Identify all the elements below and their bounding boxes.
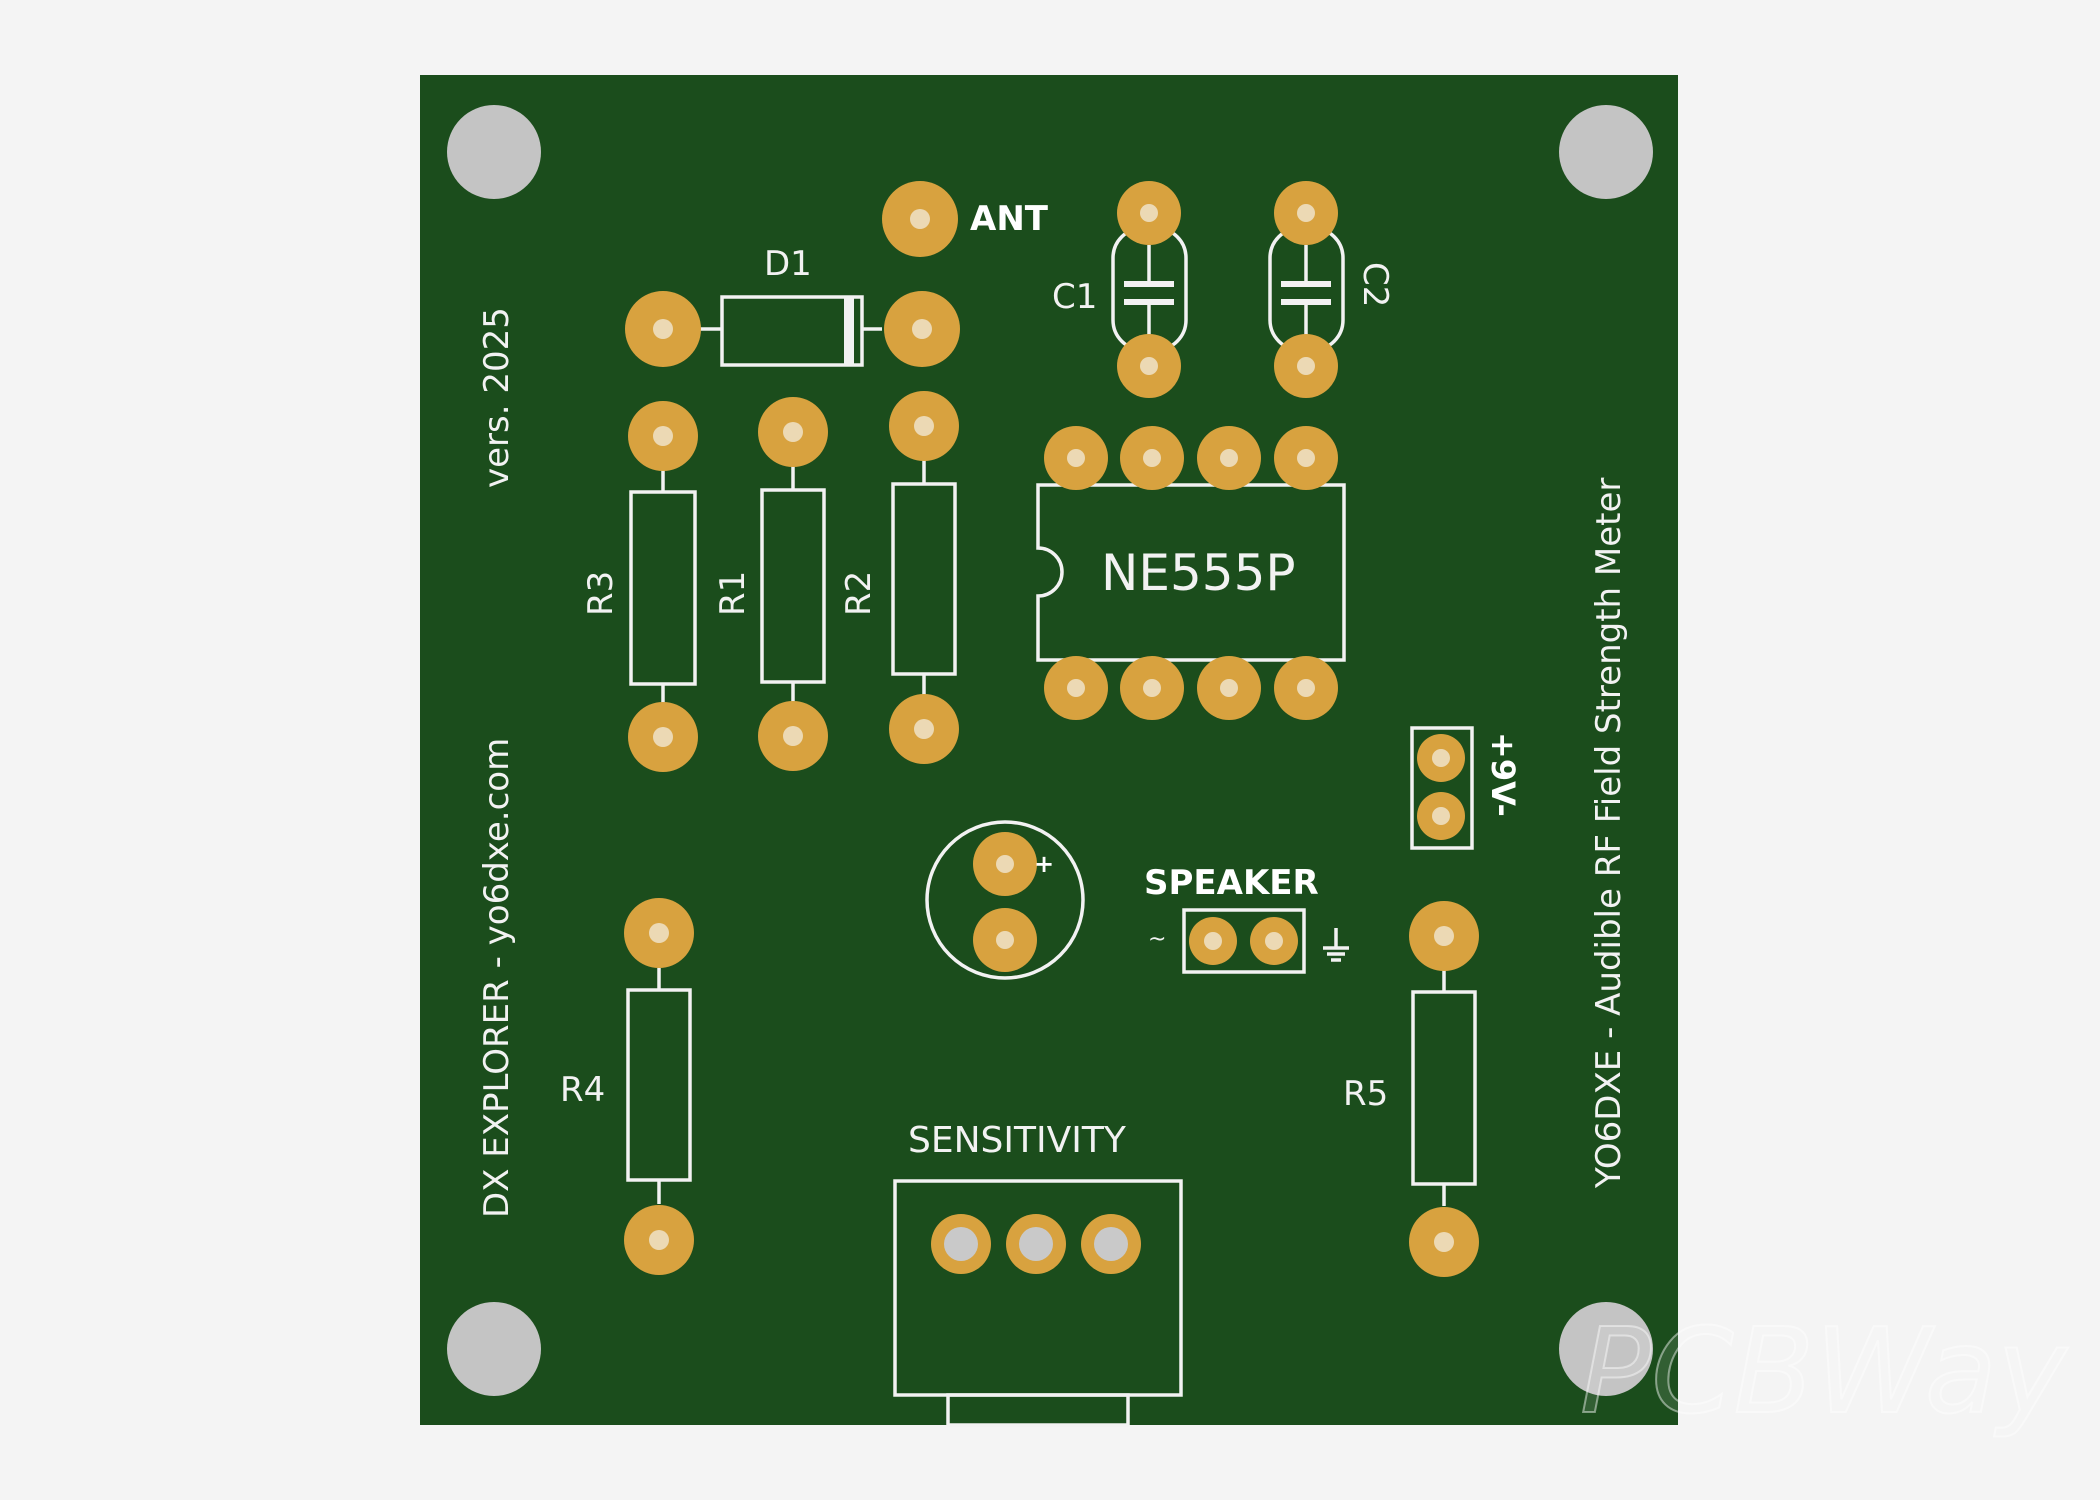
pcb-board: [420, 75, 1678, 1425]
sensitivity-potentiometer: [893, 1179, 1183, 1427]
resistor-r4: [624, 898, 694, 1275]
resistor-r1: [758, 397, 828, 771]
right-title-text: YO6DXE - Audible RF Field Strength Meter: [1589, 478, 1629, 1189]
r1-label: R1: [713, 571, 753, 616]
diode-d1: [625, 291, 960, 367]
mounting-hole-top-right: [1559, 105, 1653, 199]
resistor-r5: [1409, 901, 1479, 1277]
ic-ne555p: [1036, 426, 1346, 720]
electrolytic-capacitor: [925, 820, 1085, 980]
speaker-header: [1182, 908, 1306, 974]
ground-icon: [1323, 928, 1349, 962]
mounting-hole-bottom-right: [1559, 1302, 1653, 1396]
electrolytic-plus-mark: +: [1034, 850, 1054, 878]
c2-label: C2: [1355, 262, 1395, 307]
pcbway-watermark: PCBWay: [1580, 1302, 2069, 1440]
left-title-text: DX EXPLORER - yo6dxe.com: [477, 738, 517, 1218]
ic-label: NE555P: [1101, 544, 1296, 602]
power-label: +9V-: [1484, 732, 1522, 817]
sensitivity-label: SENSITIVITY: [908, 1120, 1127, 1161]
c1-label: C1: [1052, 277, 1097, 317]
speaker-ac-mark: ~: [1148, 927, 1166, 952]
mounting-hole-top-left: [447, 105, 541, 199]
resistor-r3: [628, 401, 698, 772]
capacitor-c2: [1268, 181, 1345, 398]
r4-label: R4: [560, 1070, 605, 1110]
resistor-r2: [889, 391, 959, 764]
mounting-hole-bottom-left: [447, 1302, 541, 1396]
version-text: vers. 2025: [477, 307, 517, 488]
capacitor-c1: [1111, 181, 1188, 398]
d1-label: D1: [764, 244, 812, 284]
ant-label: ANT: [970, 199, 1049, 239]
power-header: [1410, 726, 1474, 850]
r5-label: R5: [1343, 1074, 1388, 1114]
antenna-pad: [882, 181, 958, 257]
r3-label: R3: [581, 571, 621, 616]
r2-label: R2: [839, 571, 879, 616]
speaker-label: SPEAKER: [1144, 863, 1319, 903]
